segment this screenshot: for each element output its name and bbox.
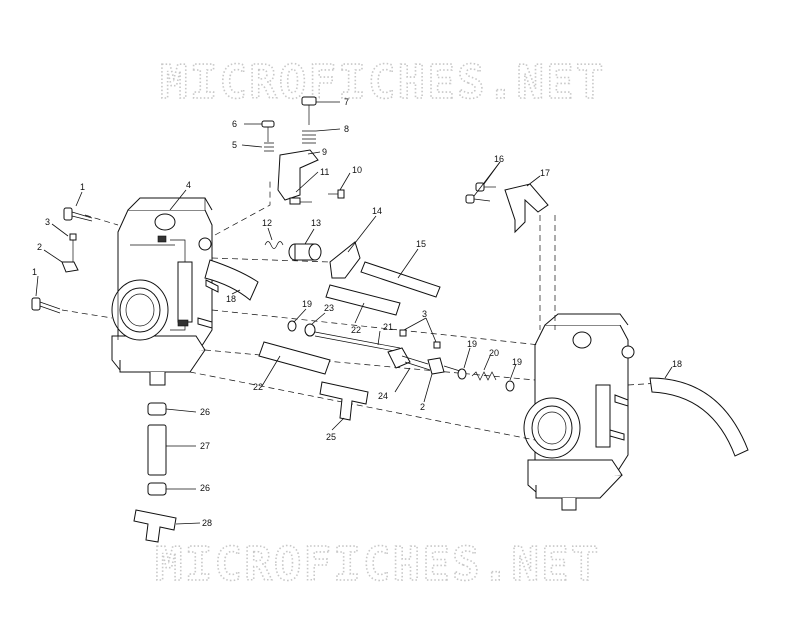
screw-part-3-right-b (433, 341, 441, 349)
callout-21: 21 (383, 322, 393, 332)
washer-part-23 (304, 323, 316, 337)
right-carburetor (523, 313, 635, 511)
bracket-assembly-5-11 (261, 96, 345, 205)
rod-part-21 (314, 331, 401, 353)
hose-part-18-right (649, 377, 749, 457)
sleeve-part-13 (288, 243, 322, 261)
callout-1-upper: 1 (80, 182, 85, 192)
tee-part-25 (319, 381, 369, 421)
callout-9: 9 (322, 147, 327, 157)
callout-4: 4 (186, 180, 191, 190)
callout-3-right: 3 (422, 309, 427, 319)
callout-19-left: 19 (302, 299, 312, 309)
callout-25: 25 (326, 432, 336, 442)
callout-28: 28 (202, 518, 212, 528)
screw-part-1-lower (31, 297, 61, 314)
tube-part-22-lower (258, 341, 331, 375)
spring-part-20 (471, 371, 497, 381)
callout-2-right: 2 (420, 402, 425, 412)
drain-assembly-26-28 (133, 402, 177, 543)
callout-16: 16 (494, 154, 504, 164)
callout-23: 23 (324, 303, 334, 313)
screw-part-3-right-a (399, 329, 407, 337)
callout-8: 8 (344, 124, 349, 134)
spring-part-12 (264, 241, 284, 249)
callout-1-lower: 1 (32, 267, 37, 277)
washer-part-19-mid (457, 368, 467, 380)
callout-22-upper: 22 (351, 325, 361, 335)
callout-26-upper: 26 (200, 407, 210, 417)
clip-part-2-left (61, 261, 79, 273)
callout-10: 10 (352, 165, 362, 175)
callout-11: 11 (320, 167, 329, 177)
leader-lines (35, 101, 673, 525)
watermark-top: MICROFICHES.NET (160, 55, 605, 109)
washer-part-19-right (505, 380, 515, 392)
callout-15: 15 (416, 239, 426, 249)
callout-26-lower: 26 (200, 483, 210, 493)
callout-13: 13 (311, 218, 321, 228)
callout-7: 7 (344, 97, 349, 107)
callout-18-right: 18 (672, 359, 682, 369)
left-carburetor (111, 197, 219, 386)
callout-19-right: 19 (512, 357, 522, 367)
callout-12: 12 (262, 218, 272, 228)
callout-6: 6 (232, 119, 237, 129)
tube-part-22-upper (325, 284, 401, 316)
callout-22-lower: 22 (253, 382, 263, 392)
watermark-bottom: MICROFICHES.NET (155, 537, 600, 591)
screw-part-1-upper (63, 207, 93, 222)
linkage-part-24 (387, 347, 461, 375)
callout-5: 5 (232, 140, 237, 150)
callout-24: 24 (378, 391, 388, 401)
cam-part-14 (329, 241, 361, 279)
callout-17: 17 (540, 168, 550, 178)
hose-part-18-left (204, 259, 259, 301)
callout-18-left: 18 (226, 294, 236, 304)
callout-3-left: 3 (45, 217, 50, 227)
callout-2-left: 2 (37, 242, 42, 252)
callout-20: 20 (489, 348, 499, 358)
callout-27: 27 (200, 441, 210, 451)
shaft-part-15 (360, 261, 441, 298)
screw-part-3-left (69, 233, 77, 241)
callout-14: 14 (372, 206, 382, 216)
washer-part-19-left (287, 320, 297, 332)
callout-19-mid: 19 (467, 339, 477, 349)
bracket-part-16-17 (465, 182, 549, 234)
